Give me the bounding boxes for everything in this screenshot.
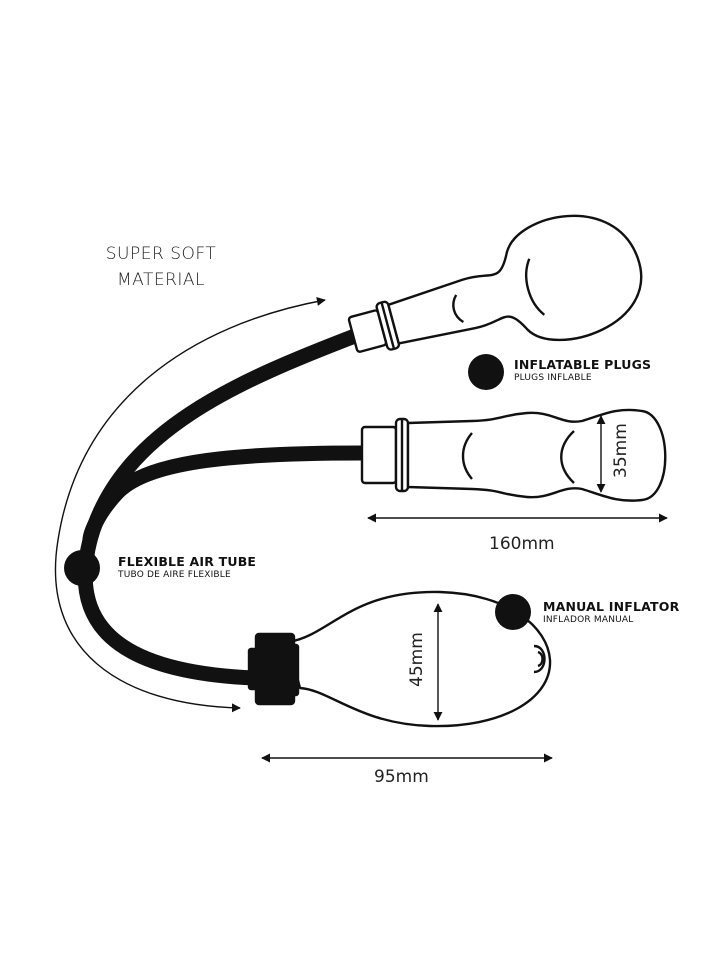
inflatable-plugs-title: INFLATABLE PLUGS (514, 357, 652, 372)
super-soft-curve-arrow (54, 297, 326, 713)
air-tube-upper (77, 326, 368, 686)
super-soft-line-1: SUPER SOFT (105, 244, 217, 264)
flexible-air-tube-marker (64, 550, 100, 586)
inflator-length-label: 95mm (374, 767, 429, 787)
manual-inflator-subtitle: INFLADOR MANUAL (543, 615, 634, 625)
super-soft-material-label: SUPER SOFT MATERIAL (96, 241, 226, 293)
inflatable-plugs-marker (468, 354, 504, 390)
inflator-width-label: 45mm (407, 632, 427, 687)
inflatable-plug-upper (347, 214, 643, 353)
manual-inflator-marker (495, 594, 531, 630)
plug-width-label: 35mm (611, 423, 631, 478)
manual-inflator (247, 590, 552, 728)
flexible-air-tube-callout: FLEXIBLE AIR TUBE TUBO DE AIRE FLEXIBLE (118, 554, 256, 580)
inflatable-plugs-subtitle: PLUGS INFLABLE (514, 373, 592, 383)
super-soft-line-2: MATERIAL (116, 270, 206, 290)
flexible-air-tube-subtitle: TUBO DE AIRE FLEXIBLE (118, 570, 231, 580)
manual-inflator-title: MANUAL INFLATOR (543, 599, 680, 614)
flexible-air-tube-title: FLEXIBLE AIR TUBE (118, 554, 257, 569)
inflatable-plugs-callout: INFLATABLE PLUGS PLUGS INFLABLE (514, 357, 651, 383)
manual-inflator-callout: MANUAL INFLATOR INFLADOR MANUAL (543, 599, 679, 625)
plug-length-label: 160mm (489, 534, 555, 554)
